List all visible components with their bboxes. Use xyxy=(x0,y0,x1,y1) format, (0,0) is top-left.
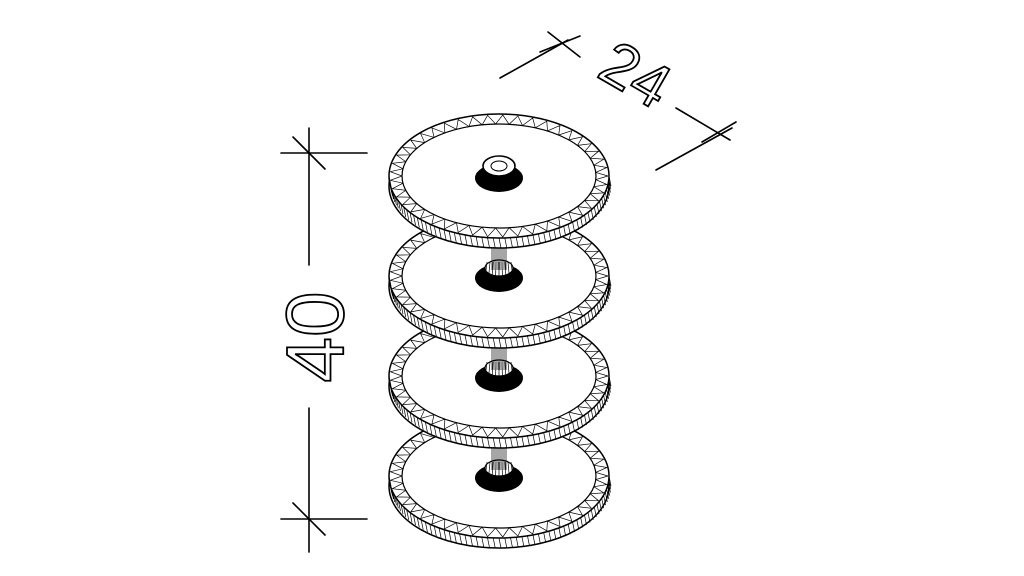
height-dimension: 40 xyxy=(269,127,368,553)
tier-4 xyxy=(388,413,612,549)
hub-rib xyxy=(504,261,507,283)
hub-rib xyxy=(487,361,491,383)
plate-edge-texture xyxy=(388,375,612,449)
tier-hub xyxy=(475,259,523,292)
width-dim-line-end xyxy=(675,107,731,141)
hub-rib xyxy=(510,461,514,483)
hub-rib xyxy=(491,461,494,483)
tier-1 xyxy=(388,113,612,270)
top-knob xyxy=(475,155,523,192)
width-dim-line-start xyxy=(547,31,581,58)
tier-stack xyxy=(388,113,612,549)
knob-cap xyxy=(482,155,516,177)
height-tick-top xyxy=(292,136,326,170)
hub-rib xyxy=(507,261,511,283)
width-tick-top xyxy=(539,35,581,53)
height-dimension-label: 40 xyxy=(270,291,361,382)
hub-rib xyxy=(504,361,507,383)
hub-rib xyxy=(510,261,514,283)
knob-center xyxy=(490,160,508,172)
tier-3 xyxy=(388,313,612,470)
hub-rib xyxy=(484,461,488,483)
hub-rib xyxy=(487,461,491,483)
hub-rib xyxy=(491,261,494,283)
tier-2 xyxy=(388,213,612,370)
hub-rib xyxy=(484,261,488,283)
width-extension-bottom xyxy=(655,127,733,171)
hub-rib xyxy=(507,361,511,383)
height-tick-bottom xyxy=(292,502,326,536)
hub-rib xyxy=(510,361,514,383)
hub-rib xyxy=(507,461,511,483)
hub-rib xyxy=(491,361,494,383)
plate-edge-texture xyxy=(388,475,612,549)
hub-rib xyxy=(504,461,507,483)
width-extension-top xyxy=(499,39,569,79)
hub-rib xyxy=(487,261,491,283)
hub-rib xyxy=(484,361,488,383)
plate-edge-texture xyxy=(388,275,612,349)
width-tick-bottom xyxy=(701,121,737,143)
plate-edge-texture xyxy=(388,175,612,249)
width-dimension-label: 24 xyxy=(588,28,682,122)
